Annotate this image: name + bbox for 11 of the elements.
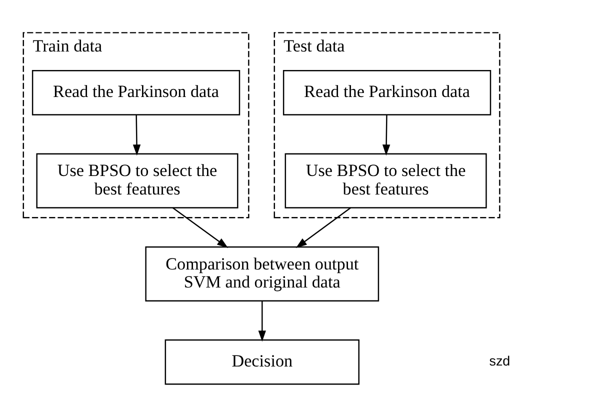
- label: szd: [489, 353, 510, 368]
- node-box: Use BPSO to select the best features: [36, 153, 238, 208]
- arrow: [258, 300, 266, 342]
- node-box: Use BPSO to select the best features: [284, 153, 487, 208]
- node-box: Read the Parkinson data: [32, 70, 240, 116]
- arrow: [382, 115, 390, 156]
- arrow: [172, 207, 228, 248]
- node-box: Read the Parkinson data: [282, 70, 492, 116]
- node-box: Comparison between output SVM and original data: [145, 246, 380, 302]
- node-box: Decision: [164, 339, 360, 385]
- arrow: [132, 115, 141, 156]
